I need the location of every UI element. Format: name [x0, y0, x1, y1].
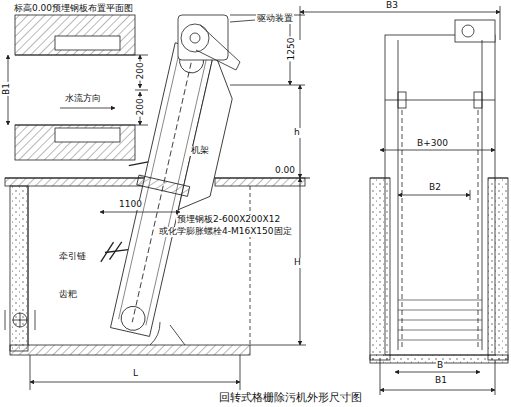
dimension-label: H [293, 258, 302, 268]
part-label: 牵引链 [58, 252, 87, 262]
part-label: 水流方向 [64, 94, 102, 104]
dimension-label: B1 [434, 376, 448, 386]
part-label: 标高0.00预埋钢板布置平面图 [13, 4, 134, 14]
part-label: 齿耙 [58, 290, 78, 300]
dimension-label: B2 [428, 183, 442, 193]
dimension-label: B3 [385, 1, 399, 11]
part-label: 或化学膨胀螺栓4-M16X150固定 [158, 227, 293, 237]
dimension-label: 200 [136, 61, 146, 80]
dimension-label: B+300 [416, 139, 449, 149]
dimension-label: B1 [2, 82, 12, 96]
dimension-label: L [132, 369, 139, 379]
dimension-label: B [436, 361, 444, 371]
dimension-label: 200 [136, 97, 146, 116]
dimension-label: 0.00 [274, 166, 296, 176]
dimension-label: 1100 [118, 200, 143, 210]
part-label: 驱动装置 [256, 14, 294, 24]
dimension-label: 1250 [287, 36, 297, 61]
part-label: 预埋钢板2-600X200X12 [176, 215, 281, 225]
part-label: 机架 [190, 146, 210, 156]
caption: 回转式格栅除污机外形尺寸图 [219, 390, 362, 405]
dimension-label: h [293, 128, 301, 138]
